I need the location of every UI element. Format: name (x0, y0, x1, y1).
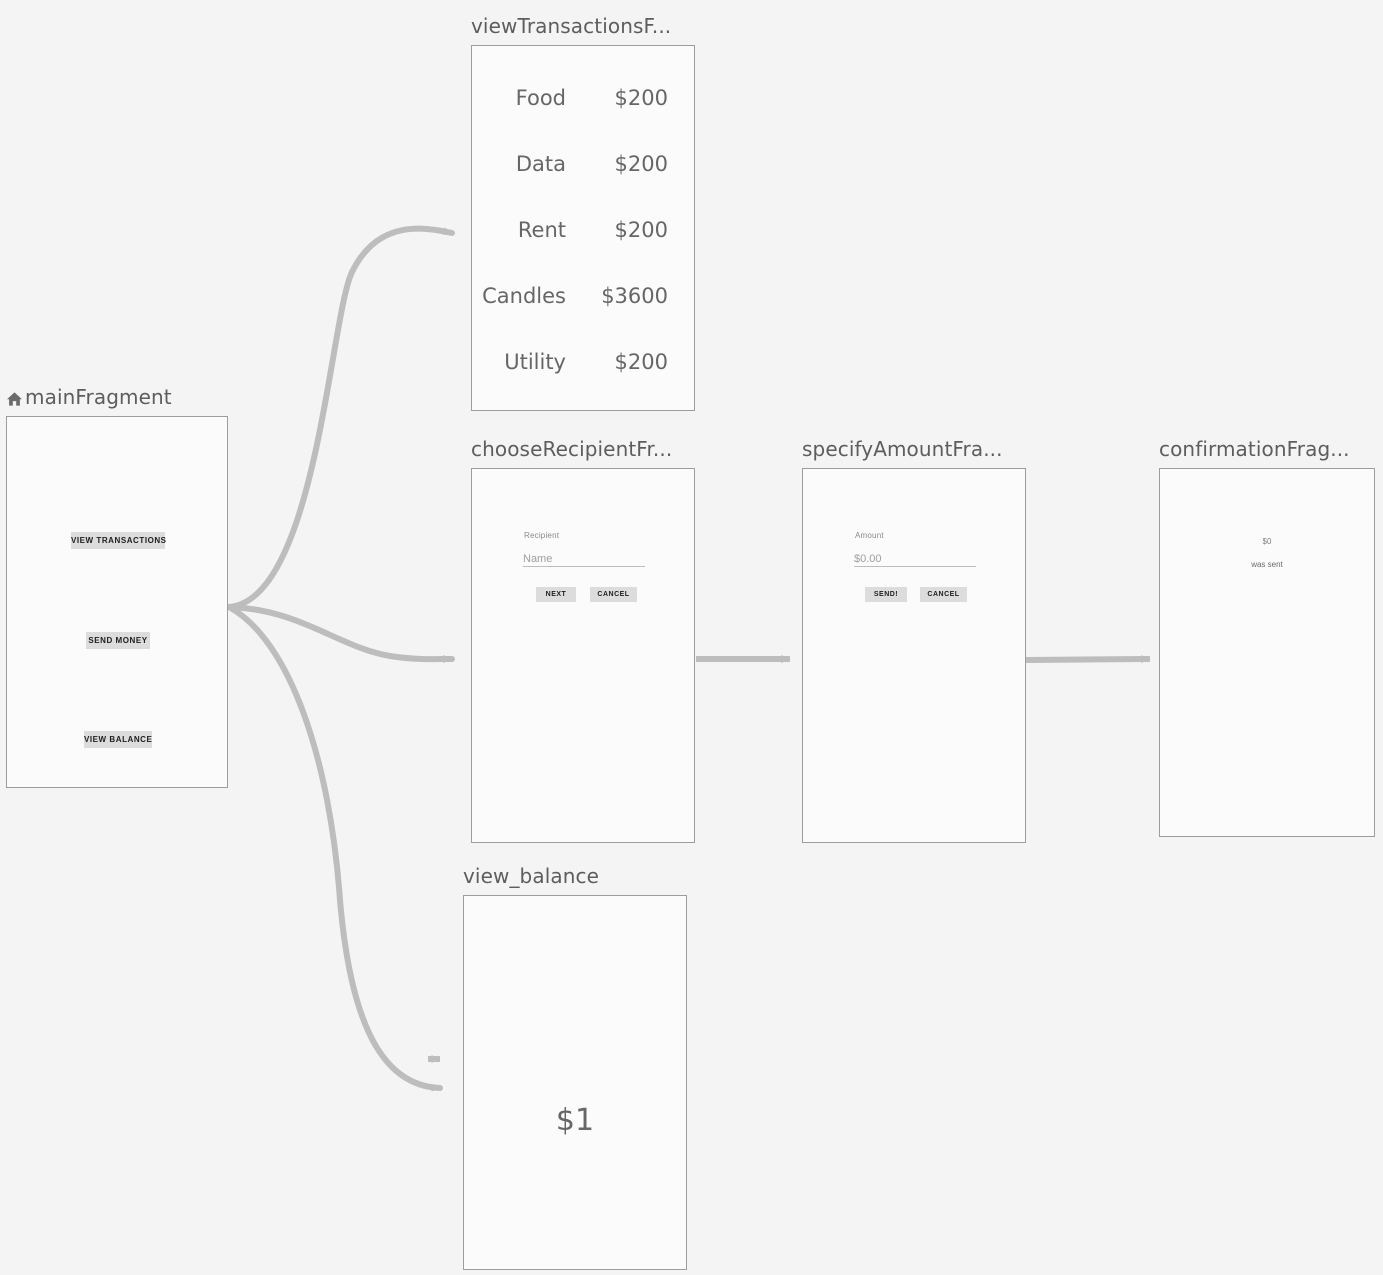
recipient-field-label: Recipient (524, 531, 560, 540)
amount-input[interactable]: $0.00 (854, 552, 976, 567)
transaction-row: Rent $200 (472, 215, 694, 245)
node-title-main-fragment: mainFragment (6, 384, 228, 410)
send-money-button[interactable]: SEND MONEY (86, 632, 150, 649)
view-balance-frame[interactable]: $1 (463, 895, 687, 1270)
transaction-label: Food (515, 86, 566, 110)
transaction-amount: $200 (614, 86, 668, 110)
transaction-label: Data (515, 152, 566, 176)
specify-amount-frame[interactable]: Amount $0.00 SEND! CANCEL (802, 468, 1026, 843)
cancel-button[interactable]: CANCEL (920, 587, 967, 602)
edge-main-to-view-balance (226, 604, 443, 1092)
transaction-row: Candles $3600 (472, 281, 694, 311)
node-title-view-balance: view_balance (463, 864, 599, 888)
choose-recipient-frame[interactable]: Recipient Name NEXT CANCEL (471, 468, 695, 843)
node-main-fragment[interactable]: mainFragment VIEW TRANSACTIONS SEND MONE… (6, 384, 228, 788)
node-title-label: mainFragment (25, 385, 172, 409)
transaction-amount: $3600 (601, 284, 668, 308)
node-specify-amount-fragment[interactable]: specifyAmountFra... Amount $0.00 SEND! C… (802, 436, 1026, 843)
cancel-button[interactable]: CANCEL (590, 587, 637, 602)
node-confirmation-fragment[interactable]: confirmationFrag... $0 was sent (1159, 436, 1375, 837)
node-view-transactions-fragment[interactable]: viewTransactionsF... Food $200 Data $200… (471, 13, 695, 411)
transaction-label: Candles (482, 284, 566, 308)
edge-specify-amount-to-confirmation (1025, 655, 1151, 664)
transaction-row: Food $200 (472, 83, 694, 113)
node-choose-recipient-fragment[interactable]: chooseRecipientFr... Recipient Name NEXT… (471, 436, 695, 843)
node-title-specify-amount: specifyAmountFra... (802, 437, 1003, 461)
next-button[interactable]: NEXT (536, 587, 576, 602)
transaction-row: Data $200 (472, 149, 694, 179)
transaction-amount: $200 (614, 350, 668, 374)
node-title-view-transactions: viewTransactionsF... (471, 14, 672, 38)
view-transactions-frame[interactable]: Food $200 Data $200 Rent $200 Candles $3… (471, 45, 695, 411)
send-button[interactable]: SEND! (865, 587, 907, 602)
recipient-name-input[interactable]: Name (523, 552, 645, 567)
transaction-amount: $200 (614, 218, 668, 242)
home-icon (6, 387, 23, 413)
view-balance-button[interactable]: VIEW BALANCE (84, 731, 152, 748)
transaction-row: Utility $200 (472, 347, 694, 377)
node-view-balance-fragment[interactable]: view_balance $1 (463, 863, 687, 1270)
node-title-confirmation: confirmationFrag... (1159, 437, 1350, 461)
main-fragment-frame[interactable]: VIEW TRANSACTIONS SEND MONEY VIEW BALANC… (6, 416, 228, 788)
confirmation-note: was sent (1251, 560, 1283, 569)
view-transactions-button[interactable]: VIEW TRANSACTIONS (71, 532, 166, 549)
amount-field-label: Amount (855, 531, 884, 540)
transaction-amount: $200 (614, 152, 668, 176)
confirmation-frame[interactable]: $0 was sent (1159, 468, 1375, 837)
balance-amount: $1 (555, 1103, 595, 1138)
transaction-label: Utility (504, 350, 566, 374)
transaction-label: Rent (517, 218, 566, 242)
edge-main-to-view-transactions (226, 225, 455, 610)
node-title-choose-recipient: chooseRecipientFr... (471, 437, 673, 461)
confirmation-amount: $0 (1262, 537, 1272, 546)
edge-main-to-choose-recipient (226, 604, 455, 664)
